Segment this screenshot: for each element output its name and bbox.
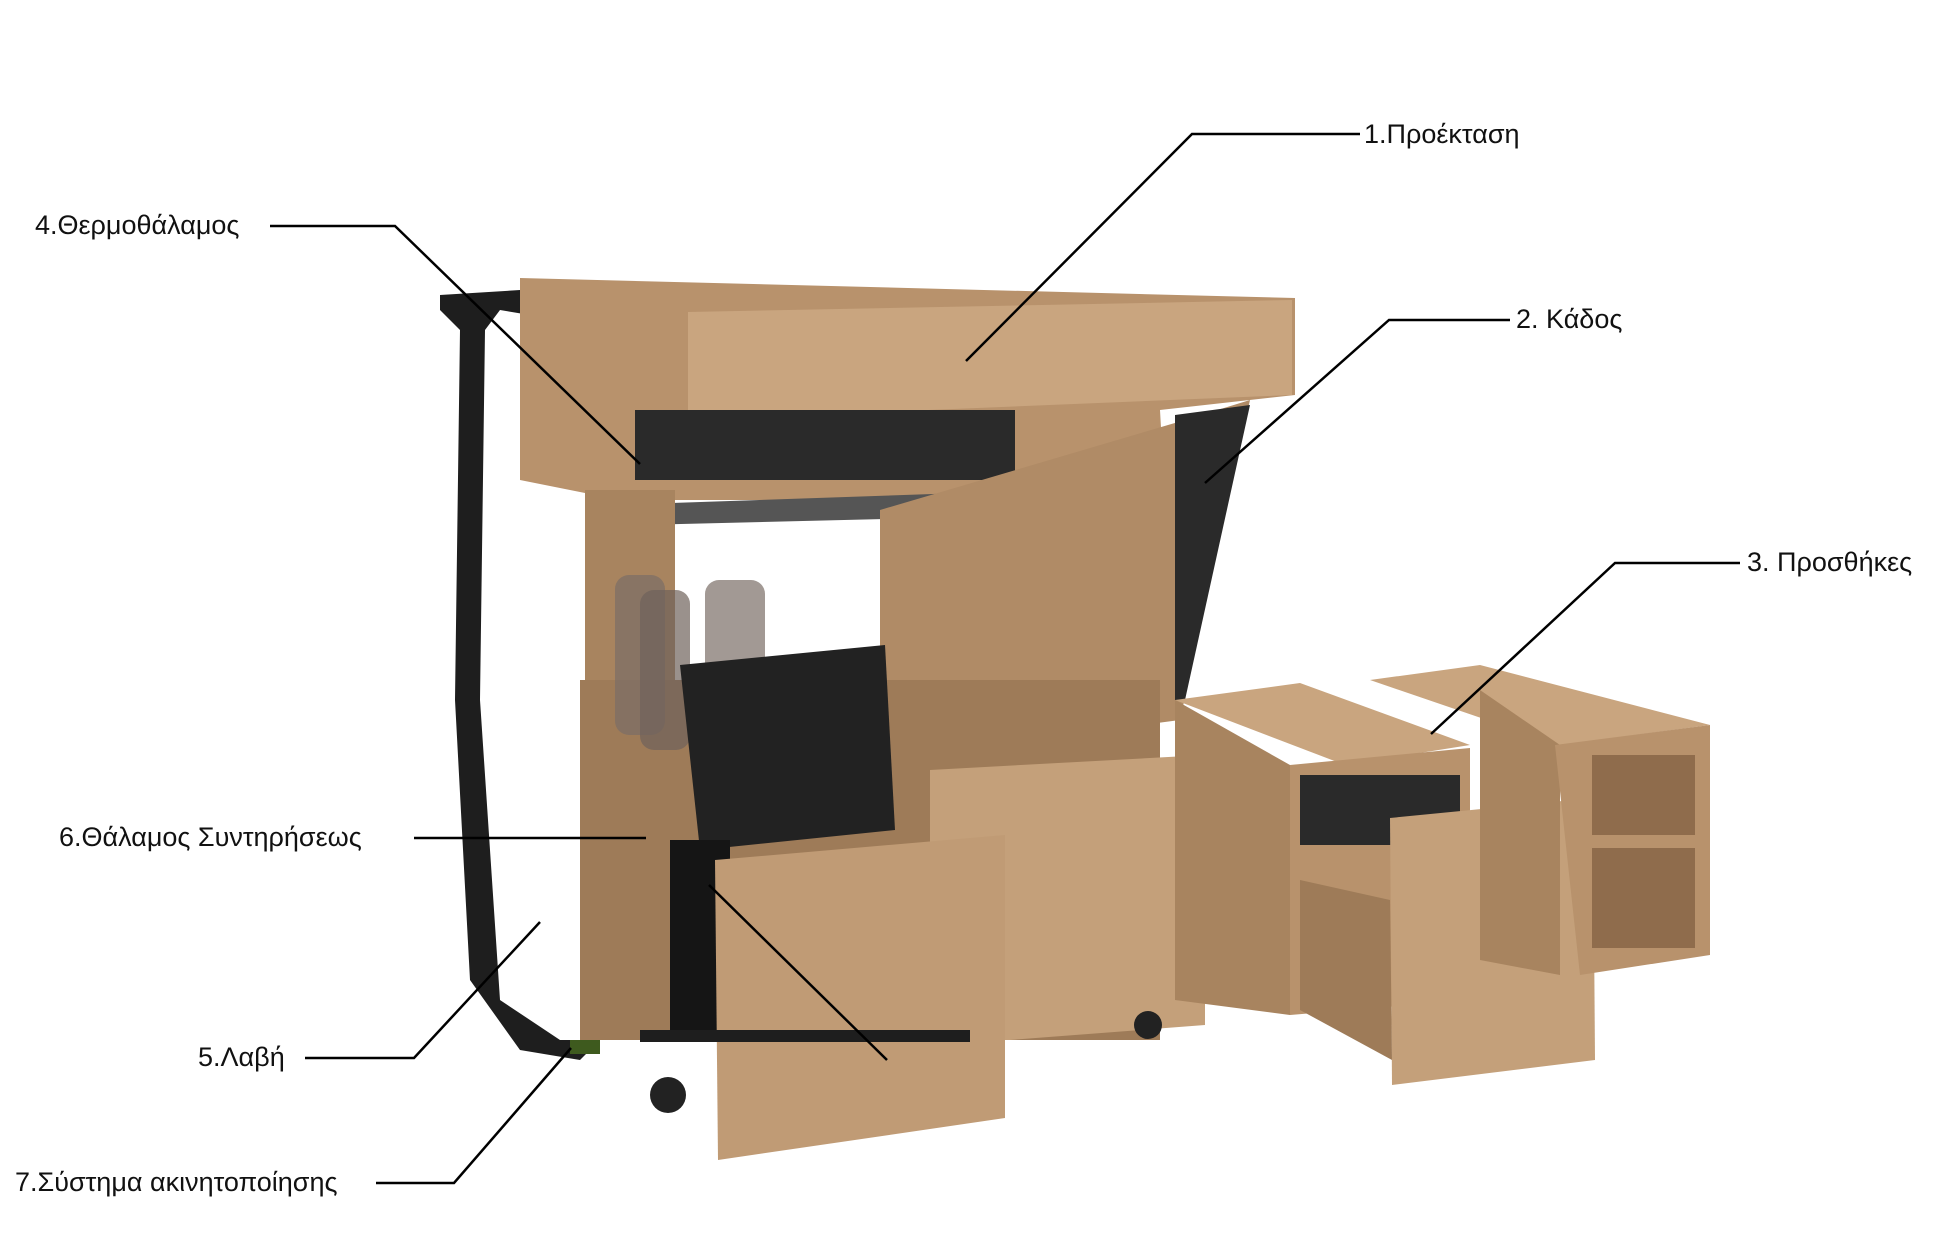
- label-maintenance-chamber: 6.Θάλαμος Συντηρήσεως: [59, 822, 362, 852]
- lock-pedal: [570, 1040, 600, 1054]
- addon-drawer-side: [1300, 880, 1392, 1060]
- thermal-chamber-slot: [635, 410, 1015, 480]
- bottle: [640, 590, 690, 750]
- leader-additions: [1430, 561, 1740, 735]
- base-plate: [640, 1030, 970, 1042]
- bin-door: [1175, 405, 1250, 700]
- label-extension: 1.Προέκταση: [1364, 119, 1520, 149]
- leader-thermal-chamber: [270, 224, 641, 465]
- extension-panel: [688, 300, 1292, 420]
- addon2-shelf-lower: [1592, 848, 1695, 948]
- label-thermal-chamber: 4.Θερμοθάλαμος: [35, 210, 240, 240]
- addon2-side: [1480, 690, 1560, 975]
- label-handle: 5.Λαβή: [198, 1042, 285, 1072]
- leader-handle: [305, 921, 541, 1060]
- wheel: [650, 1077, 686, 1113]
- front-drawer: [715, 835, 1005, 1160]
- wheel: [1134, 1011, 1162, 1039]
- label-locking-system: 7.Σύστημα ακινητοποίησης: [15, 1167, 338, 1197]
- leader-drawer: [708, 884, 888, 1061]
- handle-shape: [440, 290, 600, 1060]
- addon-side: [1175, 700, 1290, 1015]
- leader-extension: [965, 132, 1360, 362]
- addon2-top: [1370, 665, 1710, 745]
- leader-bin: [1204, 318, 1510, 484]
- body-right: [880, 400, 1250, 760]
- addon-top: [1175, 683, 1470, 765]
- addon2-shelf-upper: [1592, 755, 1695, 835]
- leader-lines: [270, 132, 1740, 1185]
- leader-locking-system: [376, 1047, 572, 1185]
- label-bin: 2. Κάδος: [1516, 304, 1623, 334]
- label-additions: 3. Προσθήκες: [1747, 547, 1913, 577]
- cooler: [680, 645, 895, 850]
